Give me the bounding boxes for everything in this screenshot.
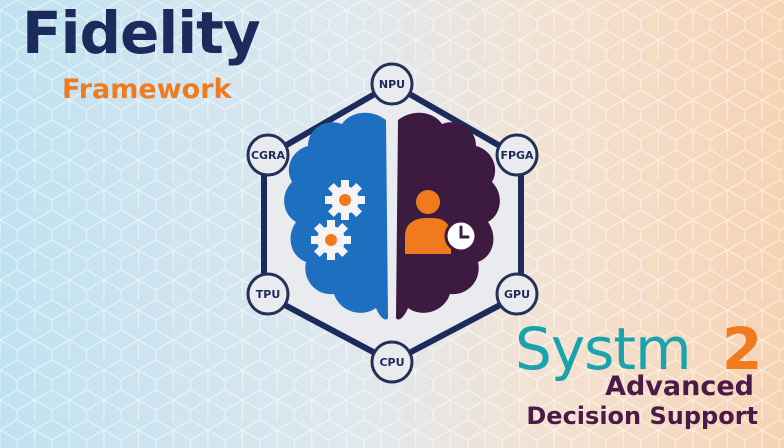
- right-brain-hemisphere: [396, 112, 500, 320]
- node-tpu: TPU: [246, 272, 290, 316]
- product-name: Systm: [515, 315, 692, 383]
- person-clock-icon: [405, 190, 478, 254]
- node-circle: [495, 272, 539, 316]
- node-label: CPU: [379, 356, 404, 369]
- gears-icon: [311, 180, 365, 260]
- node-label: GPU: [504, 288, 530, 301]
- node-circle: [495, 133, 539, 177]
- node-circle: [246, 272, 290, 316]
- node-cpu: CPU: [370, 340, 414, 384]
- node-circles: NPU FPGA GPU CPU TPU CGRA: [246, 62, 539, 384]
- left-brain-hemisphere: [284, 112, 388, 320]
- brand-subtitle: Framework: [62, 74, 232, 105]
- node-circle: [370, 340, 414, 384]
- node-circle: [246, 133, 290, 177]
- brand-title: Fidelity: [22, 0, 261, 67]
- node-fpga: FPGA: [495, 133, 539, 177]
- node-gpu: GPU: [495, 272, 539, 316]
- node-label: TPU: [256, 288, 281, 301]
- node-label: NPU: [379, 78, 405, 91]
- product-tagline-line1: Advanced: [605, 371, 754, 402]
- node-circle: [370, 62, 414, 106]
- node-label: CGRA: [251, 149, 286, 162]
- node-label: FPGA: [500, 149, 534, 162]
- product-version: 2: [722, 315, 763, 383]
- product-tagline-line2: Decision Support: [526, 402, 758, 430]
- node-npu: NPU: [370, 62, 414, 106]
- node-cgra: CGRA: [246, 133, 290, 177]
